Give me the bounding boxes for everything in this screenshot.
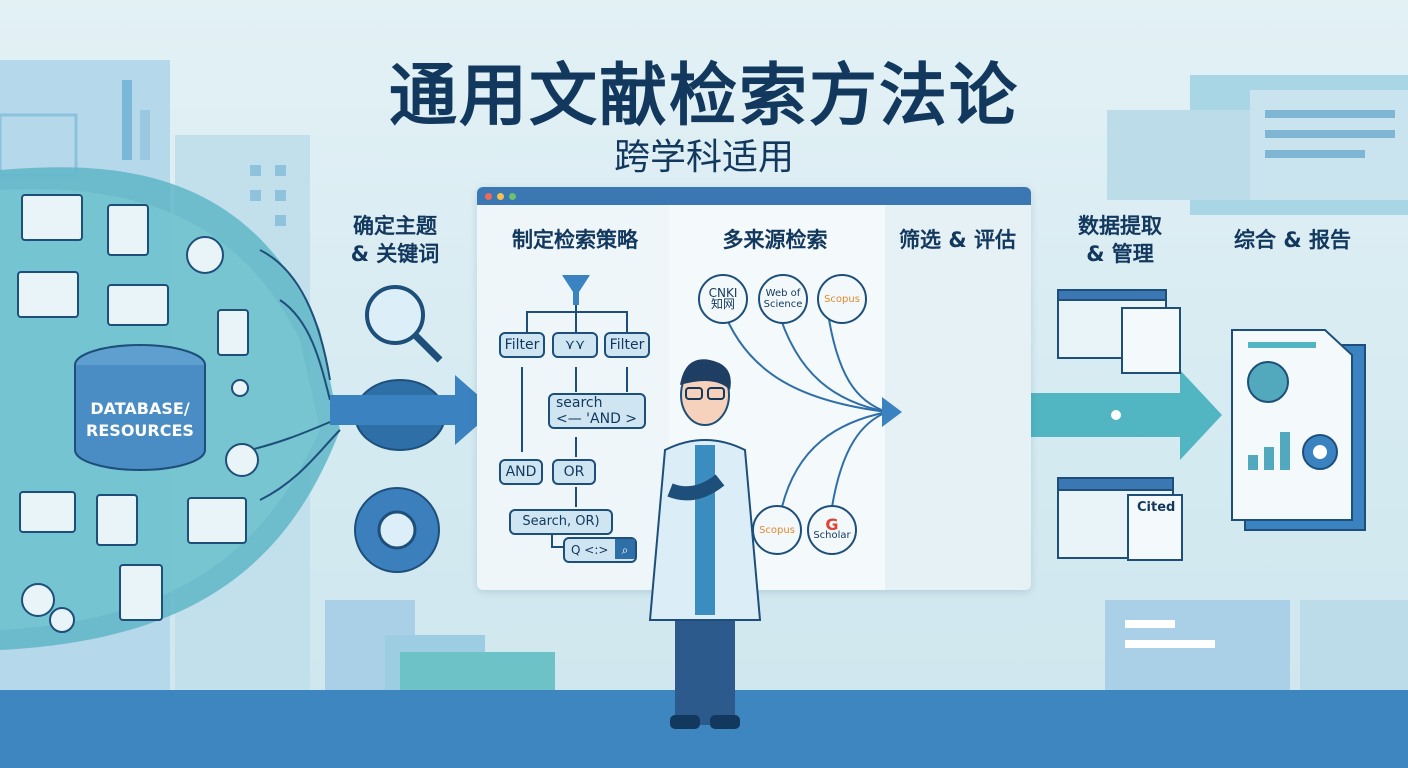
step-screen-evaluate: 筛选 & 评估 xyxy=(899,228,1016,252)
search-bar-text: Q <:> xyxy=(571,543,609,557)
google-icon: G xyxy=(825,515,839,534)
step-synthesis-report: 综合 & 报告 xyxy=(1234,228,1351,252)
funnels-box: ⋎⋎ xyxy=(552,332,598,358)
source-label: Scholar xyxy=(813,530,851,541)
step-search-strategy: 制定检索策略 xyxy=(512,228,638,252)
step-label: & 关键词 xyxy=(350,242,440,266)
search-line1: search xyxy=(556,395,603,411)
page-title: 通用文献检索方法论 xyxy=(388,57,1019,136)
maximize-dot xyxy=(509,192,516,200)
window-titlebar xyxy=(477,187,1031,205)
source-label: Science xyxy=(763,299,803,310)
step-label: 确定主题 xyxy=(353,214,437,238)
source-scopus: Scopus xyxy=(817,274,867,324)
database-line1: DATABASE/ xyxy=(90,399,190,418)
step-multi-source: 多来源检索 xyxy=(722,228,828,252)
filter-box-right: Filter xyxy=(604,332,650,358)
source-label: Scopus xyxy=(759,524,795,536)
close-dot xyxy=(485,192,492,200)
filter-box-left: Filter xyxy=(499,332,545,358)
search-line2: <— 'AND > xyxy=(556,411,638,427)
step-label: & 管理 xyxy=(1086,242,1154,266)
database-line2: RESOURCES xyxy=(86,421,194,440)
and-box: AND xyxy=(499,459,543,485)
search-icon: ⌕ xyxy=(615,539,635,559)
search-and-box: search <— 'AND > xyxy=(548,393,646,429)
or-box: OR xyxy=(552,459,596,485)
researcher-figure xyxy=(648,359,762,729)
step-define-topic: 确定主题 & 关键词 xyxy=(330,212,460,268)
source-label: Scopus xyxy=(824,293,860,305)
source-label: Web of xyxy=(765,288,801,299)
minimize-dot xyxy=(497,192,504,200)
step-label: 数据提取 xyxy=(1078,214,1162,238)
page-subtitle: 跨学科适用 xyxy=(613,137,794,178)
database-label: DATABASE/ RESOURCES xyxy=(75,398,205,442)
search-or-box: Search, OR) xyxy=(509,509,613,535)
source-label: CNKI xyxy=(708,286,738,300)
step-data-extraction: 数据提取 & 管理 xyxy=(1055,212,1185,268)
source-label: 知网 xyxy=(710,297,735,311)
strategy-flow-lines xyxy=(521,275,902,548)
cited-label: Cited xyxy=(1137,500,1176,515)
search-bar: Q <:> ⌕ xyxy=(563,537,637,563)
filter-panel xyxy=(885,205,1031,590)
